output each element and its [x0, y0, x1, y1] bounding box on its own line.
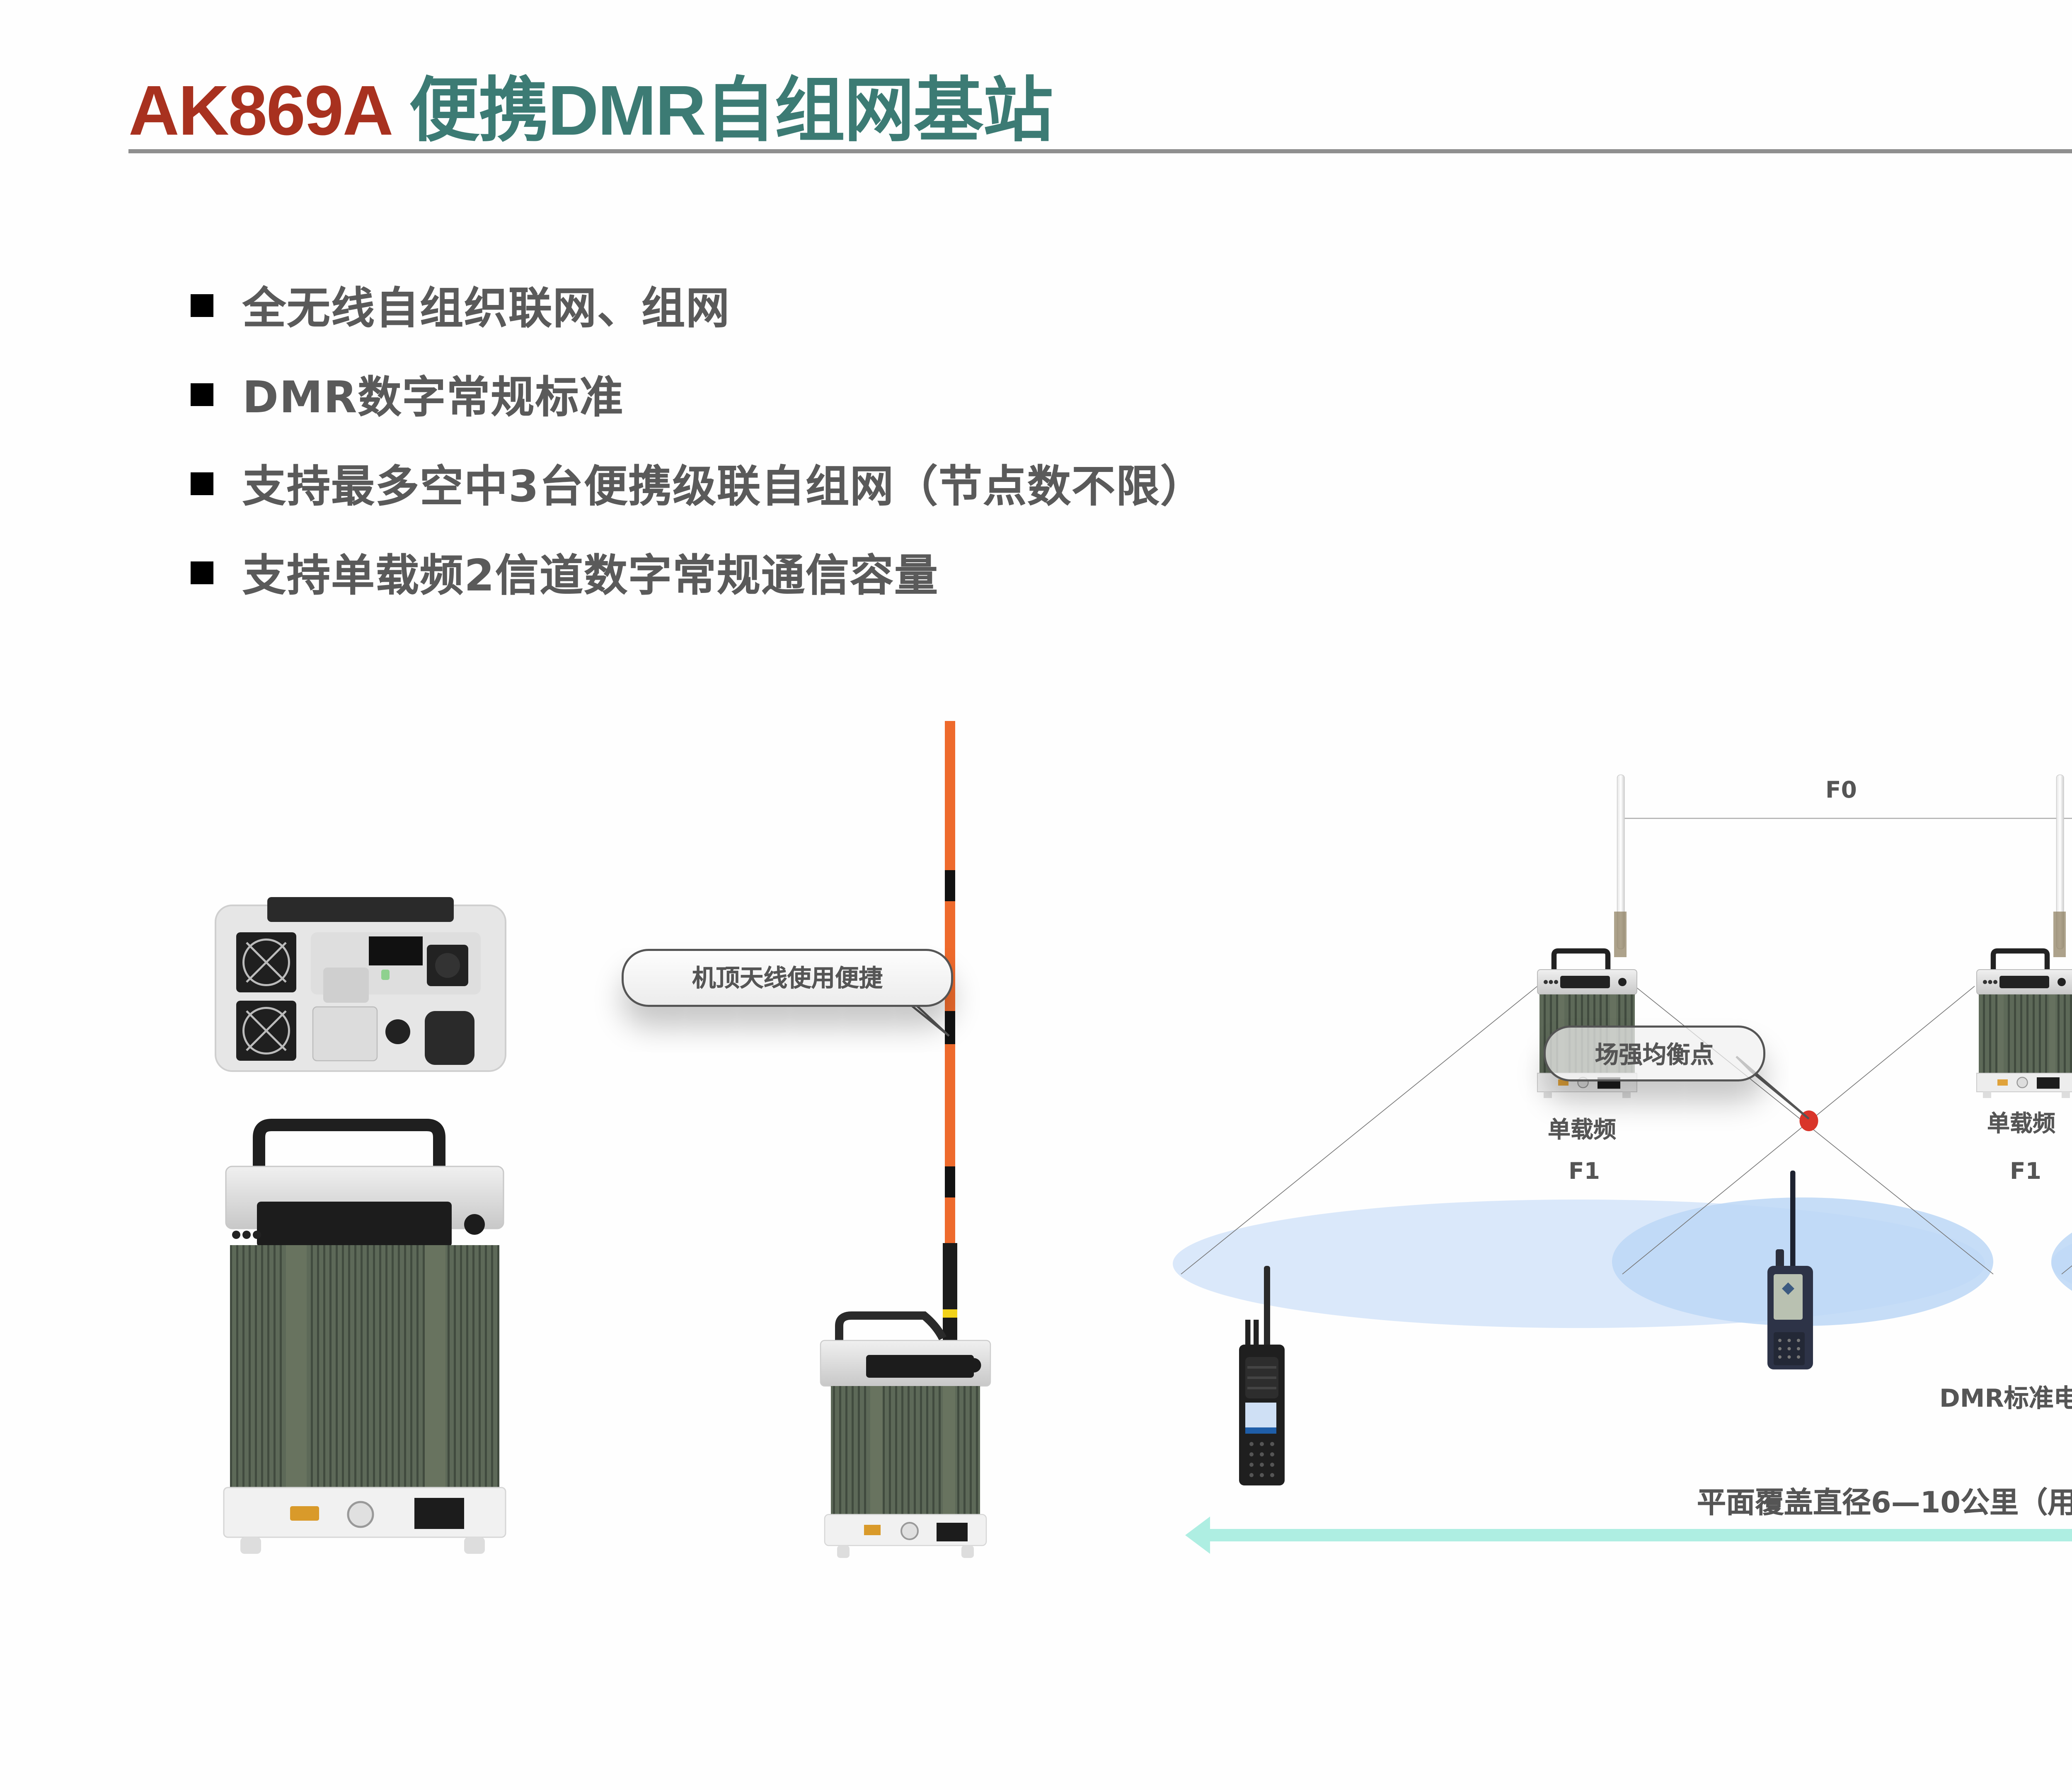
device-with-vehicle-antenna-image [820, 721, 991, 1558]
callout-vehicle-antenna: 机顶天线使用便捷 [622, 949, 953, 1007]
title-divider [128, 149, 2072, 153]
bullet-square-icon [191, 561, 213, 584]
feature-item: 支持最多空中3台便携级联自组网（节点数不限） [191, 439, 1205, 528]
base-station-mode-label: 单载频 [1548, 1117, 1616, 1144]
bullet-square-icon [191, 472, 213, 495]
coverage-ellipse [1612, 1197, 1993, 1326]
base-station-frequency-label: F1 [1569, 1158, 1600, 1185]
device-top-panel-image [215, 897, 506, 1072]
product-name: 便携DMR自组网基站 [409, 73, 1053, 151]
dmr-radios-label: DMR标准电台 [1939, 1384, 2072, 1413]
device-front-image [223, 1119, 506, 1554]
feature-item: 支持单载频2信道数字常规通信容量 [191, 528, 1205, 617]
bullet-square-icon [191, 294, 213, 317]
coverage-range-arrow [1185, 1517, 2072, 1554]
base-station-frequency-label: F1 [2010, 1158, 2041, 1185]
feature-item: 全无线自组织联网、组网 [191, 261, 1205, 350]
coverage-area-group [1173, 1197, 2072, 1328]
model-number: AK869A [128, 73, 393, 151]
base-station-mode-label: 单载频 [1987, 1110, 2055, 1137]
link-frequency-label: F0 [1825, 777, 1857, 804]
feature-list: 全无线自组织联网、组网 DMR数字常规标准 支持最多空中3台便携级联自组网（节点… [191, 261, 1205, 617]
callout-balance-point: 场强均衡点 [1544, 1026, 1765, 1081]
coverage-ellipse [2051, 1232, 2072, 1291]
base-station [1977, 774, 2072, 1098]
feature-item: DMR数字常规标准 [191, 350, 1205, 439]
coverage-range-label: 平面覆盖直径6—10公里（用高增益天线覆盖大） [1697, 1488, 2072, 1521]
base-station [1537, 774, 1637, 1098]
bullet-square-icon [191, 383, 213, 406]
